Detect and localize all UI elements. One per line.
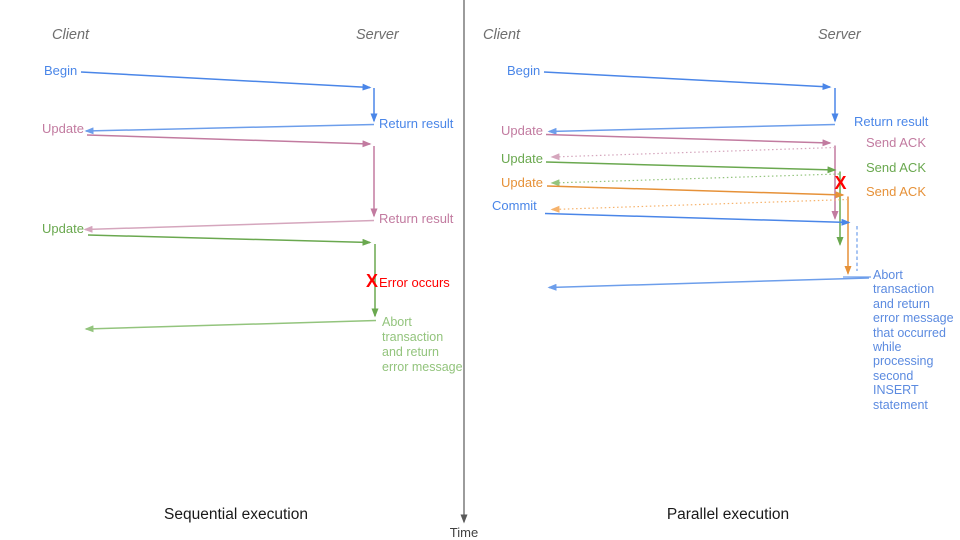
left-update-2-request-line <box>87 234 372 246</box>
left-update-1-request-line <box>86 134 372 148</box>
time-axis: Time <box>450 0 478 540</box>
left-return-result-1-label: Return result <box>379 116 454 131</box>
left-abort-return-line <box>84 319 377 333</box>
right-commit-request-line <box>544 212 851 226</box>
left-update-1-label: Update <box>42 121 84 136</box>
right-client-header: Client <box>483 27 521 43</box>
right-send-ack-1-line <box>550 146 836 161</box>
left-return-result-1-line <box>84 123 375 135</box>
right-update-1-request-line <box>545 133 832 147</box>
right-update-3-request-line <box>546 185 845 199</box>
right-begin-request-line <box>543 71 832 91</box>
left-return-result-2-line <box>83 219 375 233</box>
right-server-header: Server <box>818 27 862 43</box>
right-begin-label: Begin <box>507 63 540 78</box>
parallel-execution-panel: Client Server Begin Return result Update… <box>483 27 957 523</box>
right-send-ack-2-line <box>550 173 840 187</box>
left-client-header: Client <box>52 27 90 43</box>
right-update-1-label: Update <box>501 123 543 138</box>
right-send-ack-2-label: Send ACK <box>866 160 926 175</box>
left-error-x-icon: X <box>366 271 378 291</box>
right-update-2-request-line <box>545 161 837 174</box>
left-abort-message-label: Abort transaction and return error messa… <box>382 315 463 374</box>
left-begin-request-line <box>80 71 372 91</box>
left-panel-title: Sequential execution <box>164 506 308 523</box>
right-send-ack-3-label: Send ACK <box>866 184 926 199</box>
left-return-result-2-label: Return result <box>379 211 454 226</box>
left-server-header: Server <box>356 27 400 43</box>
left-error-occurs-label: Error occurs <box>379 275 450 290</box>
right-return-result-label: Return result <box>854 114 929 129</box>
right-commit-label: Commit <box>492 198 537 213</box>
right-send-ack-3-line <box>550 198 849 213</box>
right-send-ack-1-label: Send ACK <box>866 135 926 150</box>
right-abort-return-line <box>547 277 870 291</box>
right-return-result-line <box>547 123 836 135</box>
right-error-x-icon: X <box>834 173 846 193</box>
right-panel-title: Parallel execution <box>667 506 789 523</box>
right-abort-message-label: Abort transaction and return error messa… <box>872 268 957 412</box>
left-begin-label: Begin <box>44 63 77 78</box>
right-update-2-label: Update <box>501 151 543 166</box>
left-update-2-label: Update <box>42 221 84 236</box>
sequential-execution-panel: Client Server Begin Return result Update… <box>42 27 463 523</box>
right-update-3-label: Update <box>501 175 543 190</box>
time-axis-label: Time <box>450 525 478 540</box>
